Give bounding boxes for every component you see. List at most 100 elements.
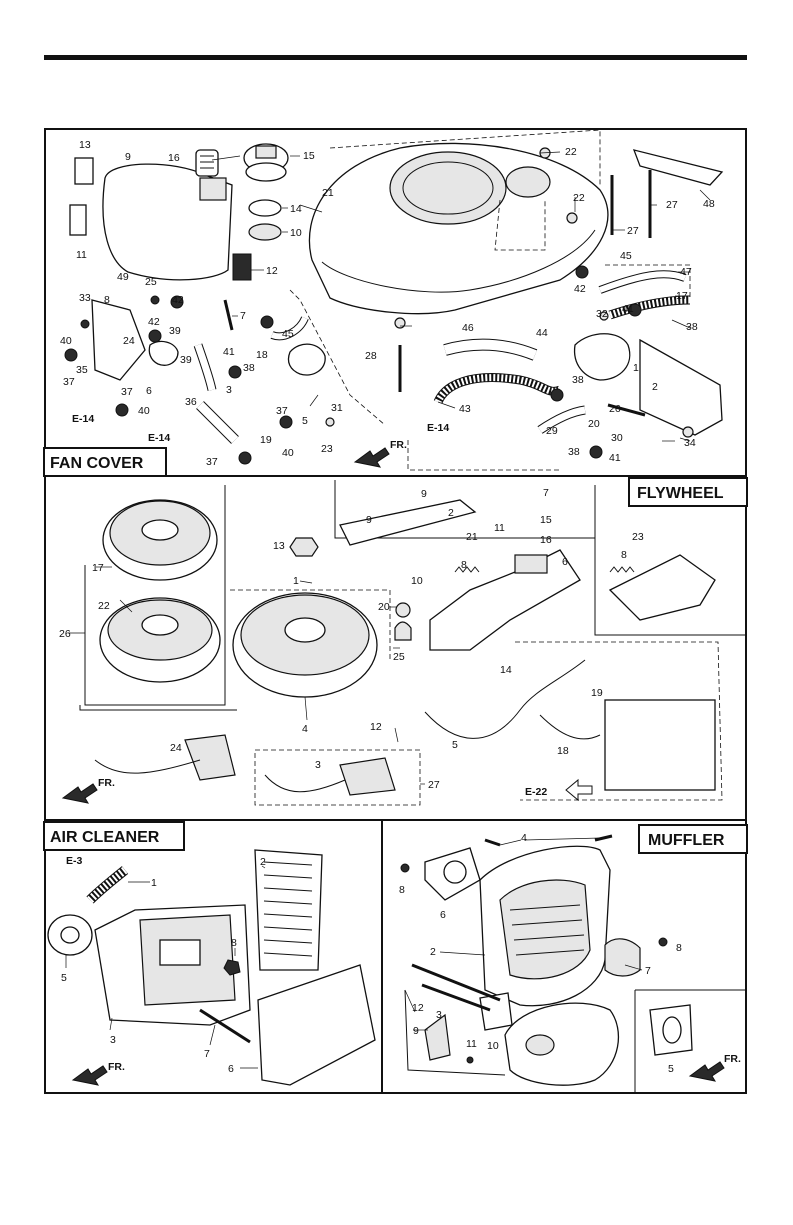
callout: 40 (282, 447, 294, 459)
fan-cover-opening (389, 151, 507, 225)
wire-5 (424, 659, 586, 739)
callout: 20 (378, 601, 390, 613)
callout: 26 (59, 628, 71, 640)
clamp-40a (64, 348, 78, 362)
callout: 32 (596, 308, 608, 320)
fuel-tank-neck (199, 177, 227, 201)
callout: 13 (79, 139, 91, 151)
clamp-40c (238, 451, 252, 465)
callout: 5 (61, 972, 67, 984)
callout: 34 (684, 437, 696, 449)
callout: 6 (562, 556, 568, 568)
callout: 10 (411, 575, 423, 587)
flywheel-section (68, 480, 747, 806)
section-label-flywheel: FLYWHEEL (637, 485, 724, 502)
spring-8b (609, 566, 635, 573)
bolt-7 (223, 299, 234, 331)
front-arrow-icon: FR. (353, 439, 407, 468)
clamp-41c (550, 388, 564, 402)
cap-seal (248, 223, 282, 241)
air-cleaner-section (47, 849, 376, 1086)
callout: 3 (110, 1034, 116, 1046)
clamp-42c (260, 315, 274, 329)
switch-6 (514, 554, 548, 574)
bracket-11 (69, 204, 87, 236)
cushion-12 (232, 253, 252, 281)
valve-6 (148, 340, 179, 366)
callout: 19 (591, 687, 603, 699)
callout: 28 (365, 350, 377, 362)
svg-text:FR.: FR. (724, 1053, 741, 1065)
callout: 25 (145, 276, 157, 288)
callout: 17 (676, 290, 688, 302)
clamp-41a (228, 365, 242, 379)
e14-ref: E-14 (72, 413, 94, 425)
coil-box (254, 749, 421, 806)
callout: 12 (412, 1002, 424, 1014)
fuel-strainer (195, 149, 219, 177)
callout: 45 (620, 250, 632, 262)
spring-8a (454, 566, 480, 573)
callout: 42 (148, 316, 160, 328)
bolt-32 (599, 311, 609, 321)
callout: 41 (223, 346, 235, 358)
callout: 7 (645, 965, 651, 977)
e14-ref: E-14 (148, 432, 170, 444)
flywheel-callouts: 9 2 9 15 7 11 16 13 21 6 8 23 8 17 1 10 … (59, 487, 644, 791)
callout: 3 (226, 384, 232, 396)
nut-34 (682, 426, 694, 438)
spark-arrester-frame (404, 989, 506, 1076)
section-label-air-cleaner: AIR CLEANER (50, 829, 160, 846)
air-filter-element-2 (254, 849, 323, 971)
callout: 5 (668, 1063, 674, 1075)
clamp-42d (575, 265, 589, 279)
ignition-bracket-21 (429, 549, 581, 651)
callout: 8 (104, 294, 110, 306)
assembly-lines-port (494, 199, 546, 251)
callout: 8 (676, 942, 682, 954)
air-cleaner-cover-6 (257, 964, 376, 1086)
clamp-42a (148, 329, 162, 343)
callout: 16 (540, 534, 552, 546)
callout: 12 (266, 265, 278, 277)
callout: 22 (573, 192, 585, 204)
callout: 31 (331, 402, 343, 414)
bolt-3b (421, 983, 491, 1012)
muffler-label-box (638, 824, 748, 854)
callout: 23 (632, 531, 644, 543)
washer-20 (395, 602, 411, 618)
fan-cover-callouts: 13 9 16 15 21 22 22 27 27 48 11 12 14 10… (60, 139, 715, 468)
callout: 1 (293, 575, 299, 587)
callout: 18 (557, 745, 569, 757)
callout: 7 (240, 310, 246, 322)
air-cleaner-label-box (43, 821, 185, 851)
svg-text:FR.: FR. (390, 439, 407, 451)
spark-arrester-9 (424, 1013, 451, 1061)
screw-11 (466, 1056, 474, 1064)
front-arrow-icon: FR. (61, 777, 115, 804)
callout: 5 (452, 739, 458, 751)
fuel-pump-1 (573, 333, 631, 381)
fan-cover-label-box (43, 447, 167, 477)
callout: 35 (76, 364, 88, 376)
bolt-26 (607, 403, 646, 417)
grommet-25 (394, 621, 412, 641)
flywheel-group-bracket (79, 705, 237, 711)
callout: 9 (421, 488, 427, 500)
fuel-valve-5 (287, 343, 326, 376)
callout: 3 (315, 759, 321, 771)
callout: 8 (399, 884, 405, 896)
muffler-body (504, 1002, 620, 1086)
callout: 18 (256, 349, 268, 361)
callout: 40 (138, 405, 150, 417)
callout: 19 (260, 434, 272, 446)
callout: 14 (290, 203, 302, 215)
callout: 9 (366, 514, 372, 526)
callout: 15 (303, 150, 315, 162)
bolt-8b (658, 937, 668, 947)
callout: 12 (370, 721, 382, 733)
nut-8 (223, 959, 241, 976)
flywheel-group-upper (334, 480, 596, 539)
callout: 37 (63, 376, 75, 388)
callout: 44 (536, 327, 548, 339)
